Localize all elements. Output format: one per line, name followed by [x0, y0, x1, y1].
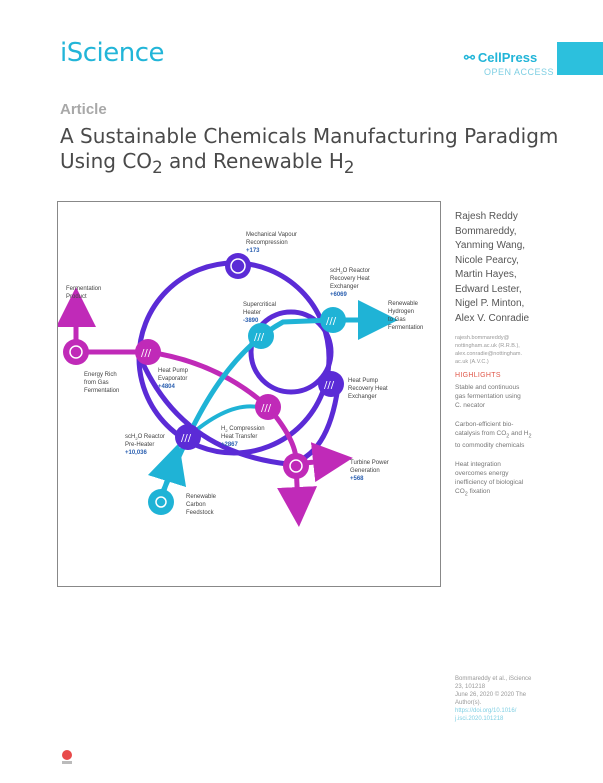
svg-text:Exchanger: Exchanger [348, 394, 377, 400]
svg-text:///: /// [141, 348, 152, 359]
svg-text:from Gas: from Gas [84, 380, 109, 386]
svg-text:+6069: +6069 [330, 292, 348, 298]
doi-link[interactable]: j.isci.2020.101218 [455, 716, 504, 722]
header-accent-block [557, 42, 603, 75]
svg-text:Supercritical: Supercritical [243, 302, 276, 308]
publisher-logo: ⚯CellPress [464, 50, 537, 66]
svg-text:Heater: Heater [243, 310, 261, 316]
carbon-feedstock-node-icon [148, 489, 174, 515]
svg-text:+2867: +2867 [221, 442, 239, 448]
svg-text:Fermentation: Fermentation [66, 286, 101, 292]
doi-link[interactable]: https://doi.org/10.1016/ [455, 708, 517, 714]
heat-pump-recovery-node-icon: /// [318, 371, 344, 397]
svg-text:Generation: Generation [350, 468, 380, 474]
svg-text:Heat Pump: Heat Pump [348, 378, 379, 384]
svg-text:+568: +568 [350, 476, 364, 482]
highlight-item: Stable and continuous gas fermentation u… [455, 384, 521, 409]
svg-text:Renewable: Renewable [388, 301, 419, 307]
article-type: Article [60, 101, 107, 118]
svg-text:Fermentation: Fermentation [388, 325, 423, 331]
svg-text:+10,036: +10,036 [125, 450, 148, 456]
svg-text:Recovery Heat: Recovery Heat [348, 386, 388, 392]
svg-text:scH2O Reactor: scH2O Reactor [125, 434, 165, 441]
highlight-item: Heat integration overcomes energy ineffi… [455, 461, 524, 498]
heat-pump-evaporator-node-icon: /// [135, 339, 161, 365]
svg-text:Pre-Heater: Pre-Heater [125, 442, 154, 448]
svg-text:scH2O Reactor: scH2O Reactor [330, 268, 370, 275]
open-access-label: OPEN ACCESS [484, 67, 555, 77]
svg-text:Fermentation: Fermentation [84, 388, 119, 394]
svg-text:Recovery Heat: Recovery Heat [330, 276, 370, 282]
svg-text:Evaporator: Evaporator [158, 376, 187, 382]
svg-text:///: /// [324, 380, 335, 391]
journal-name: iScience [60, 38, 165, 68]
svg-text:Heat Transfer: Heat Transfer [221, 434, 257, 440]
svg-text:Turbine Power: Turbine Power [350, 460, 389, 466]
svg-text:///: /// [254, 332, 265, 343]
supercritical-heater-node-icon: /// [248, 323, 274, 349]
cellpress-icon: ⚯ [464, 50, 475, 65]
svg-text:Exchanger: Exchanger [330, 284, 359, 290]
svg-text:Heat Pump: Heat Pump [158, 368, 189, 374]
highlights-heading: HIGHLIGHTS [455, 372, 501, 379]
highlight-item: Carbon-efficient bio- catalysis from CO2… [455, 421, 532, 450]
svg-text:to Gas: to Gas [388, 317, 406, 323]
sco-preheater-node-icon: /// [175, 424, 201, 450]
svg-text:Energy Rich: Energy Rich [84, 372, 117, 378]
svg-text:Carbon: Carbon [186, 502, 206, 508]
graphical-abstract: /// /// /// /// /// /// Mechanical Vapou… [57, 201, 441, 587]
svg-text:Mechanical Vapour: Mechanical Vapour [246, 232, 297, 238]
svg-text:///: /// [261, 403, 272, 414]
correspondence-emails[interactable]: rajesh.bommareddy@ nottingham.ac.uk (R.R… [455, 335, 523, 365]
author-list: Rajesh Reddy Bommareddy, Yanming Wang, N… [455, 211, 530, 324]
heat-pump-loop [248, 309, 334, 395]
svg-text:///: /// [326, 316, 337, 327]
svg-text:Product: Product [66, 294, 87, 300]
svg-text:+173: +173 [246, 248, 260, 254]
mvr-node-icon [225, 253, 251, 279]
fermentation-node-icon [63, 339, 89, 365]
publisher-name: CellPress [477, 50, 538, 65]
sco-recovery-node-icon: /// [320, 307, 346, 333]
svg-text:Renewable: Renewable [186, 494, 217, 500]
citation-block: Bommareddy et al., iScience 23, 101218 J… [455, 675, 550, 723]
svg-text:-3890: -3890 [243, 318, 259, 324]
svg-text:Hydrogen: Hydrogen [388, 309, 414, 315]
svg-text:H2 Compression: H2 Compression [221, 426, 265, 433]
check-for-updates-icon[interactable] [60, 748, 74, 766]
page-title: A Sustainable Chemicals Manufacturing Pa… [60, 124, 559, 177]
svg-text:+4804: +4804 [158, 384, 176, 390]
sidebar: Rajesh Reddy Bommareddy, Yanming Wang, N… [455, 210, 550, 500]
svg-text:Recompression: Recompression [246, 240, 288, 246]
svg-text:Feedstock: Feedstock [186, 510, 215, 516]
h2-compression-node-icon: /// [255, 394, 281, 420]
turbine-node-icon [283, 453, 309, 479]
svg-text:///: /// [181, 433, 192, 444]
